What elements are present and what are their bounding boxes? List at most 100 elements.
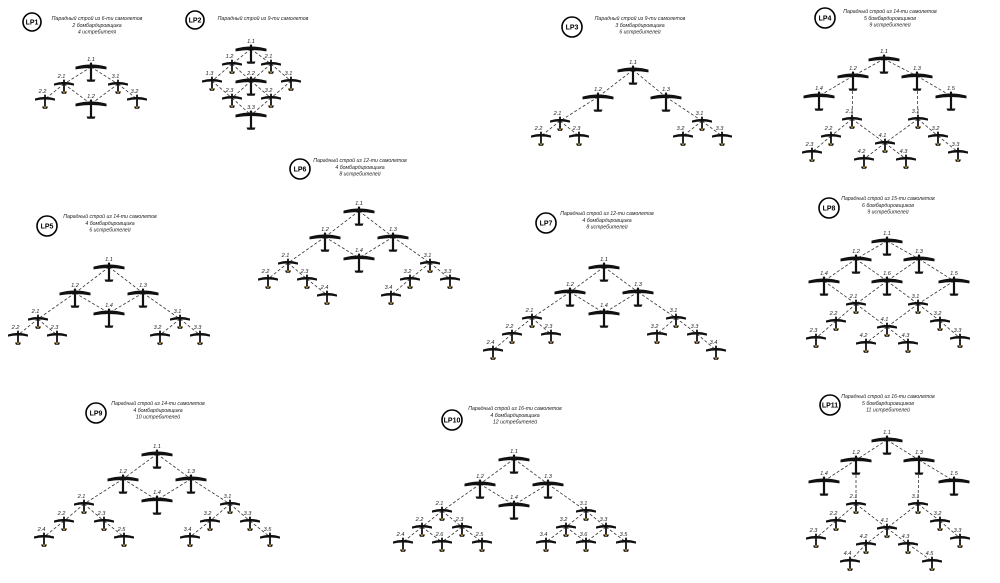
fighter-lp8-4-2: 4.2 bbox=[856, 333, 876, 353]
link-3-1-3-2 bbox=[209, 503, 231, 522]
plane-label: 3.2 bbox=[934, 311, 943, 317]
link-2-1-3-1 bbox=[270, 63, 292, 82]
plane-label: 3.3 bbox=[194, 325, 203, 331]
bomber-lp4-1-2: 1.2 bbox=[837, 66, 869, 91]
link-2-3-3-3 bbox=[231, 97, 252, 116]
fighter-lp5-3-1: 3.1 bbox=[170, 309, 190, 329]
bomber-lp4-1-1: 1.1 bbox=[868, 49, 900, 74]
formation-links bbox=[492, 266, 717, 351]
plane-label: 2.2 bbox=[415, 517, 425, 523]
link-1-1-1-2 bbox=[569, 266, 605, 293]
plane-label: 4.1 bbox=[881, 518, 889, 524]
fighter-lp11-3-2: 3.2 bbox=[930, 511, 950, 531]
fighter-lp6-2-3: 2.3 bbox=[297, 269, 317, 289]
bomber-lp1-1-1: 1.1 bbox=[75, 57, 107, 82]
link-2-1-2-2 bbox=[44, 83, 65, 100]
caption-line: Парадный строй из 14-ти самолетов bbox=[111, 400, 205, 407]
plane-label: 3.2 bbox=[651, 324, 660, 330]
plane-label: 2.1 bbox=[435, 501, 444, 507]
badge-label: LP8 bbox=[823, 206, 836, 213]
plane-label: 3.2 bbox=[204, 511, 213, 517]
fighter-lp2-3-1: 3.1 bbox=[281, 71, 301, 91]
plane-label: 1.2 bbox=[87, 94, 96, 100]
plane-label: 3.2 bbox=[677, 126, 686, 132]
formation-links bbox=[211, 48, 292, 116]
plane-label: 2.2 bbox=[534, 126, 544, 132]
plane-label: 3.4 bbox=[540, 532, 548, 538]
link-1-1-1-2 bbox=[231, 48, 252, 65]
bomber-lp8-1-3: 1.3 bbox=[903, 249, 935, 274]
bomber-lp8-1-4: 1.4 bbox=[808, 271, 840, 296]
link-1-1-1-2 bbox=[855, 439, 888, 461]
plane-label: 1.1 bbox=[629, 60, 637, 66]
caption-line: 4 бомбардировщика bbox=[490, 413, 539, 419]
plane-label: 1.2 bbox=[226, 54, 235, 60]
fighter-lp7-3-1: 3.1 bbox=[666, 308, 686, 328]
fighter-lp4-4-3: 4.3 bbox=[896, 149, 916, 169]
fighter-lp10-3-6: 3.6 bbox=[576, 532, 596, 552]
plane-label: 3.3 bbox=[444, 269, 453, 275]
bomber-lp1-1-2: 1.2 bbox=[75, 94, 107, 119]
fighter-lp5-2-1: 2.1 bbox=[28, 309, 48, 329]
plane-label: 3.2 bbox=[154, 325, 163, 331]
plane-label: 4.3 bbox=[902, 534, 911, 540]
link-3-1-3-2 bbox=[917, 118, 939, 137]
bomber-lp5-1-2: 1.2 bbox=[59, 283, 91, 308]
bomber-lp6-1-2: 1.2 bbox=[309, 227, 341, 252]
plane-label: 1.1 bbox=[105, 257, 113, 263]
link-1-3-1-4 bbox=[603, 291, 639, 314]
plane-label: 1.5 bbox=[950, 271, 959, 277]
caption-line: Парадный строй из 15-ти самолетов bbox=[841, 195, 935, 202]
plane-label: 1.2 bbox=[594, 87, 603, 93]
fighter-lp9-2-2: 2.2 bbox=[54, 511, 74, 531]
fighter-lp9-2-3: 2.3 bbox=[94, 511, 114, 531]
fighter-lp10-2-3: 2.3 bbox=[452, 517, 472, 537]
plane-label: 1.3 bbox=[389, 227, 398, 233]
bomber-lp6-1-1: 1.1 bbox=[343, 201, 375, 226]
caption-line: Парадный строй из 16-ти самолетов bbox=[841, 393, 935, 400]
link-3-1-3-2 bbox=[270, 80, 292, 99]
plane-label: 1.2 bbox=[852, 450, 861, 456]
plane-label: 3.1 bbox=[912, 494, 920, 500]
fighter-lp6-3-4: 3.4 bbox=[381, 285, 401, 305]
bomber-lp11-1-4: 1.4 bbox=[808, 471, 840, 496]
fighter-lp2-2-1: 2.1 bbox=[261, 54, 281, 74]
link-1-2-2-1 bbox=[531, 291, 571, 319]
link-2-1-1-2 bbox=[63, 83, 92, 105]
link-4-1-4-3 bbox=[886, 527, 909, 545]
bomber-lp10-1-2: 1.2 bbox=[464, 474, 496, 499]
link-1-1-1-3 bbox=[513, 458, 549, 485]
link-2-1-2-2 bbox=[835, 303, 857, 322]
fighter-lp7-3-2: 3.2 bbox=[647, 324, 667, 344]
fighter-lp4-2-3: 2.3 bbox=[802, 142, 822, 162]
plane-label: 4.2 bbox=[860, 333, 869, 339]
fighter-lp5-2-2: 2.2 bbox=[8, 325, 28, 345]
link-1-2-1-4 bbox=[324, 236, 360, 259]
link-4-1-4-3 bbox=[886, 326, 909, 344]
fighter-lp11-3-1: 3.1 bbox=[908, 494, 928, 514]
link-1-6-2-1 bbox=[855, 280, 888, 305]
fighter-lp7-2-2: 2.2 bbox=[502, 324, 522, 344]
plane-label: 4.4 bbox=[844, 551, 852, 557]
plane-label: 1.4 bbox=[820, 271, 828, 277]
link-4-1-4-2 bbox=[863, 142, 886, 160]
caption-line: Парадный строй из 9-ти самолетов bbox=[595, 15, 686, 22]
bomber-lp3-1-1: 1.1 bbox=[617, 60, 649, 85]
fighter-lp8-2-1: 2.1 bbox=[846, 294, 866, 314]
fighter-lp7-3-4: 3.4 bbox=[706, 340, 726, 360]
plane-label: 1.1 bbox=[247, 39, 255, 45]
plane-label: 1.5 bbox=[947, 86, 956, 92]
bomber-lp5-1-3: 1.3 bbox=[127, 283, 159, 308]
link-2-3-2-4 bbox=[306, 278, 328, 296]
plane-label: 1.1 bbox=[883, 231, 891, 237]
fighter-lp11-4-3: 4.3 bbox=[898, 534, 918, 554]
link-3-2-3-4 bbox=[189, 520, 211, 538]
plane-label: 1.2 bbox=[849, 66, 858, 72]
plane-label: 1.4 bbox=[815, 86, 823, 92]
plane-label: 2.2 bbox=[11, 325, 21, 331]
plane-label: 3.5 bbox=[620, 532, 629, 538]
